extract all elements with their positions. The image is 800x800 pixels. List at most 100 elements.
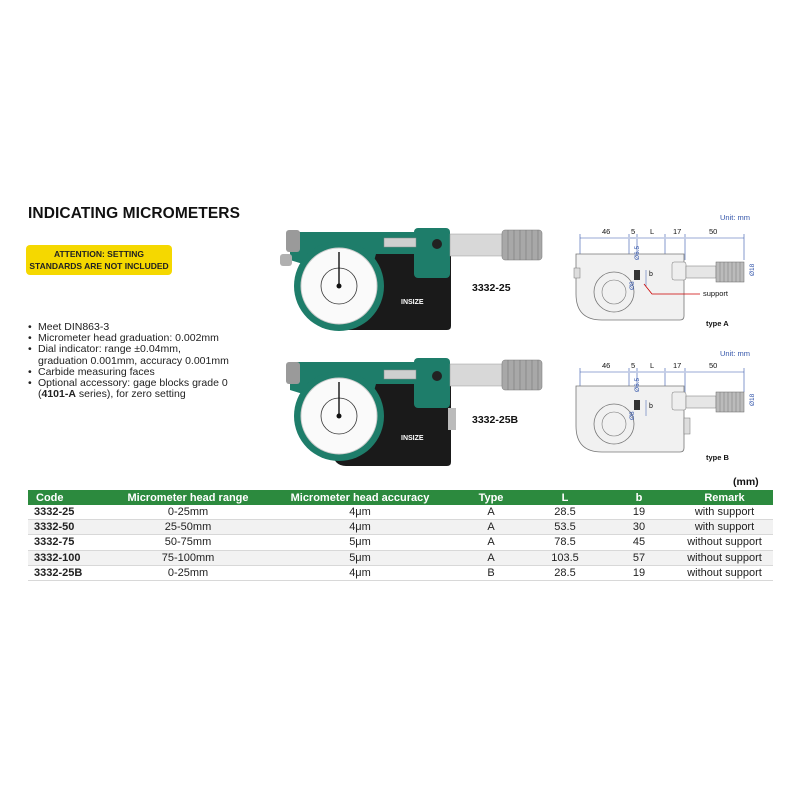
table-row: 3332-75 50-75mm 5μm A 78.5 45 without su…: [28, 534, 773, 551]
lock-screw: [432, 371, 442, 381]
cell-b: 30: [602, 519, 676, 536]
support-callout-line: [643, 283, 700, 295]
cell-accuracy: 4μm: [266, 505, 454, 521]
dim-label: 50: [709, 361, 717, 370]
feature-item-continued: graduation 0.001mm, accuracy 0.001mm: [38, 354, 229, 367]
cell-accuracy: 4μm: [266, 565, 454, 581]
feature-item: Dial indicator: range ±0.04mm,: [28, 344, 268, 356]
side-stand: [448, 408, 456, 430]
head-mount: [671, 261, 687, 281]
left-knob: [286, 362, 300, 384]
cell-code: 3332-100: [28, 550, 110, 566]
cell-l: 103.5: [528, 550, 602, 566]
feature-item: Micrometer head graduation: 0.002mm: [28, 332, 268, 344]
cell-range: 0-25mm: [110, 505, 266, 521]
cell-l: 78.5: [528, 534, 602, 551]
cell-b: 19: [602, 505, 676, 521]
dim-label: L: [650, 227, 654, 236]
spec-table: Code Micrometer head range Micrometer he…: [28, 490, 773, 581]
dial-inner-outline: [601, 411, 627, 437]
cell-remark: without support: [676, 550, 773, 566]
feature-item: Optional accessory: gage blocks grade 0: [28, 377, 268, 389]
cell-l: 53.5: [528, 519, 602, 536]
thimble-knurl: [507, 230, 539, 260]
support-callout: support: [703, 289, 729, 298]
feature-item: Carbide measuring faces: [28, 366, 268, 378]
dimension-diagram-type-a: Unit: mm 46 5 L 17 50 b Ø6.5 Ø8 Ø18 supp…: [573, 213, 756, 328]
dim-label: 17: [673, 227, 681, 236]
dim-label: 46: [602, 227, 610, 236]
cell-code: 3332-50: [28, 519, 110, 536]
lock-knob: [280, 254, 292, 266]
feature-text: (: [38, 388, 42, 401]
dimension-diagram-type-b: Unit: mm 46 5 L 17 50 b Ø6.5 Ø8 Ø18 type…: [575, 349, 756, 462]
attention-badge: ATTENTION: SETTING STANDARDS ARE NOT INC…: [26, 245, 172, 275]
thimble: [715, 261, 745, 283]
type-label: type A: [706, 319, 729, 328]
thimble-knurl: [719, 392, 741, 412]
anvil: [634, 270, 640, 280]
table-row: 3332-25B 0-25mm 4μm B 28.5 19 without su…: [28, 565, 773, 581]
cell-range: 75-100mm: [110, 550, 266, 566]
product-code-label: 3332-25B: [472, 414, 519, 426]
table-header-row: Code Micrometer head range Micrometer he…: [28, 490, 773, 505]
cell-range: 50-75mm: [110, 534, 266, 551]
brand-logo: INSIZE: [401, 299, 424, 306]
feature-text: series), for zero setting: [75, 388, 186, 401]
sleeve: [449, 233, 503, 257]
brand-logo: INSIZE: [401, 435, 424, 442]
cell-l: 28.5: [528, 565, 602, 581]
cell-type: A: [454, 505, 528, 521]
column-header-l: L: [528, 490, 602, 505]
feature-bold-text: 4101-A: [41, 388, 76, 401]
cell-remark: without support: [676, 534, 773, 551]
diameter-label: Ø8: [629, 411, 636, 420]
head-mount: [671, 391, 687, 411]
cell-b: 57: [602, 550, 676, 566]
cell-code: 3332-75: [28, 534, 110, 551]
cell-remark: with support: [676, 519, 773, 536]
thimble-knurl: [719, 262, 741, 282]
sleeve: [685, 395, 717, 409]
dial-inner-outline: [601, 279, 627, 305]
product-image-3332-25: INSIZE: [280, 228, 543, 331]
table-row: 3332-25 0-25mm 4μm A 28.5 19 with suppor…: [28, 505, 773, 521]
cell-b: 45: [602, 534, 676, 551]
thimble: [715, 391, 745, 413]
unit-label: Unit: mm: [720, 213, 750, 222]
attention-line-1: ATTENTION: SETTING: [53, 249, 145, 259]
page-title: INDICATING MICROMETERS: [28, 205, 241, 222]
diameter-label: Ø6.5: [634, 246, 641, 260]
b-label: b: [649, 271, 653, 278]
cell-type: A: [454, 534, 528, 551]
cell-type: B: [454, 565, 528, 581]
side-stand: [683, 417, 691, 435]
cell-remark: with support: [676, 505, 773, 521]
column-header-remark: Remark: [676, 490, 773, 505]
diameter-label: Ø8: [629, 281, 636, 290]
anvil: [634, 400, 640, 410]
column-header-accuracy: Micrometer head accuracy: [266, 490, 454, 505]
attention-line-2: STANDARDS ARE NOT INCLUDED: [29, 261, 169, 271]
column-header-range: Micrometer head range: [110, 490, 266, 505]
cell-type: A: [454, 550, 528, 566]
lock-screw: [432, 239, 442, 249]
frame-outline: [575, 253, 685, 321]
table-row: 3332-50 25-50mm 4μm A 53.5 30 with suppo…: [28, 519, 773, 536]
cell-l: 28.5: [528, 505, 602, 521]
type-label: type B: [706, 453, 730, 462]
table-unit-label: (mm): [733, 476, 759, 488]
frame-outline: [575, 385, 685, 453]
diameter-label: Ø6.5: [634, 378, 641, 392]
dim-label: 46: [602, 361, 610, 370]
product-code-label: 3332-25: [472, 282, 511, 294]
feature-list: Meet DIN863-3 Micrometer head graduation…: [28, 321, 268, 401]
product-image-3332-25b: INSIZE: [286, 358, 543, 466]
diameter-label: Ø18: [749, 393, 756, 406]
frame-head-mount: [414, 358, 450, 408]
sleeve: [449, 363, 503, 387]
frame-head-mount: [414, 228, 450, 278]
column-header-code: Code: [28, 490, 110, 505]
unit-label: Unit: mm: [720, 349, 750, 358]
dial-outline: [593, 271, 635, 313]
